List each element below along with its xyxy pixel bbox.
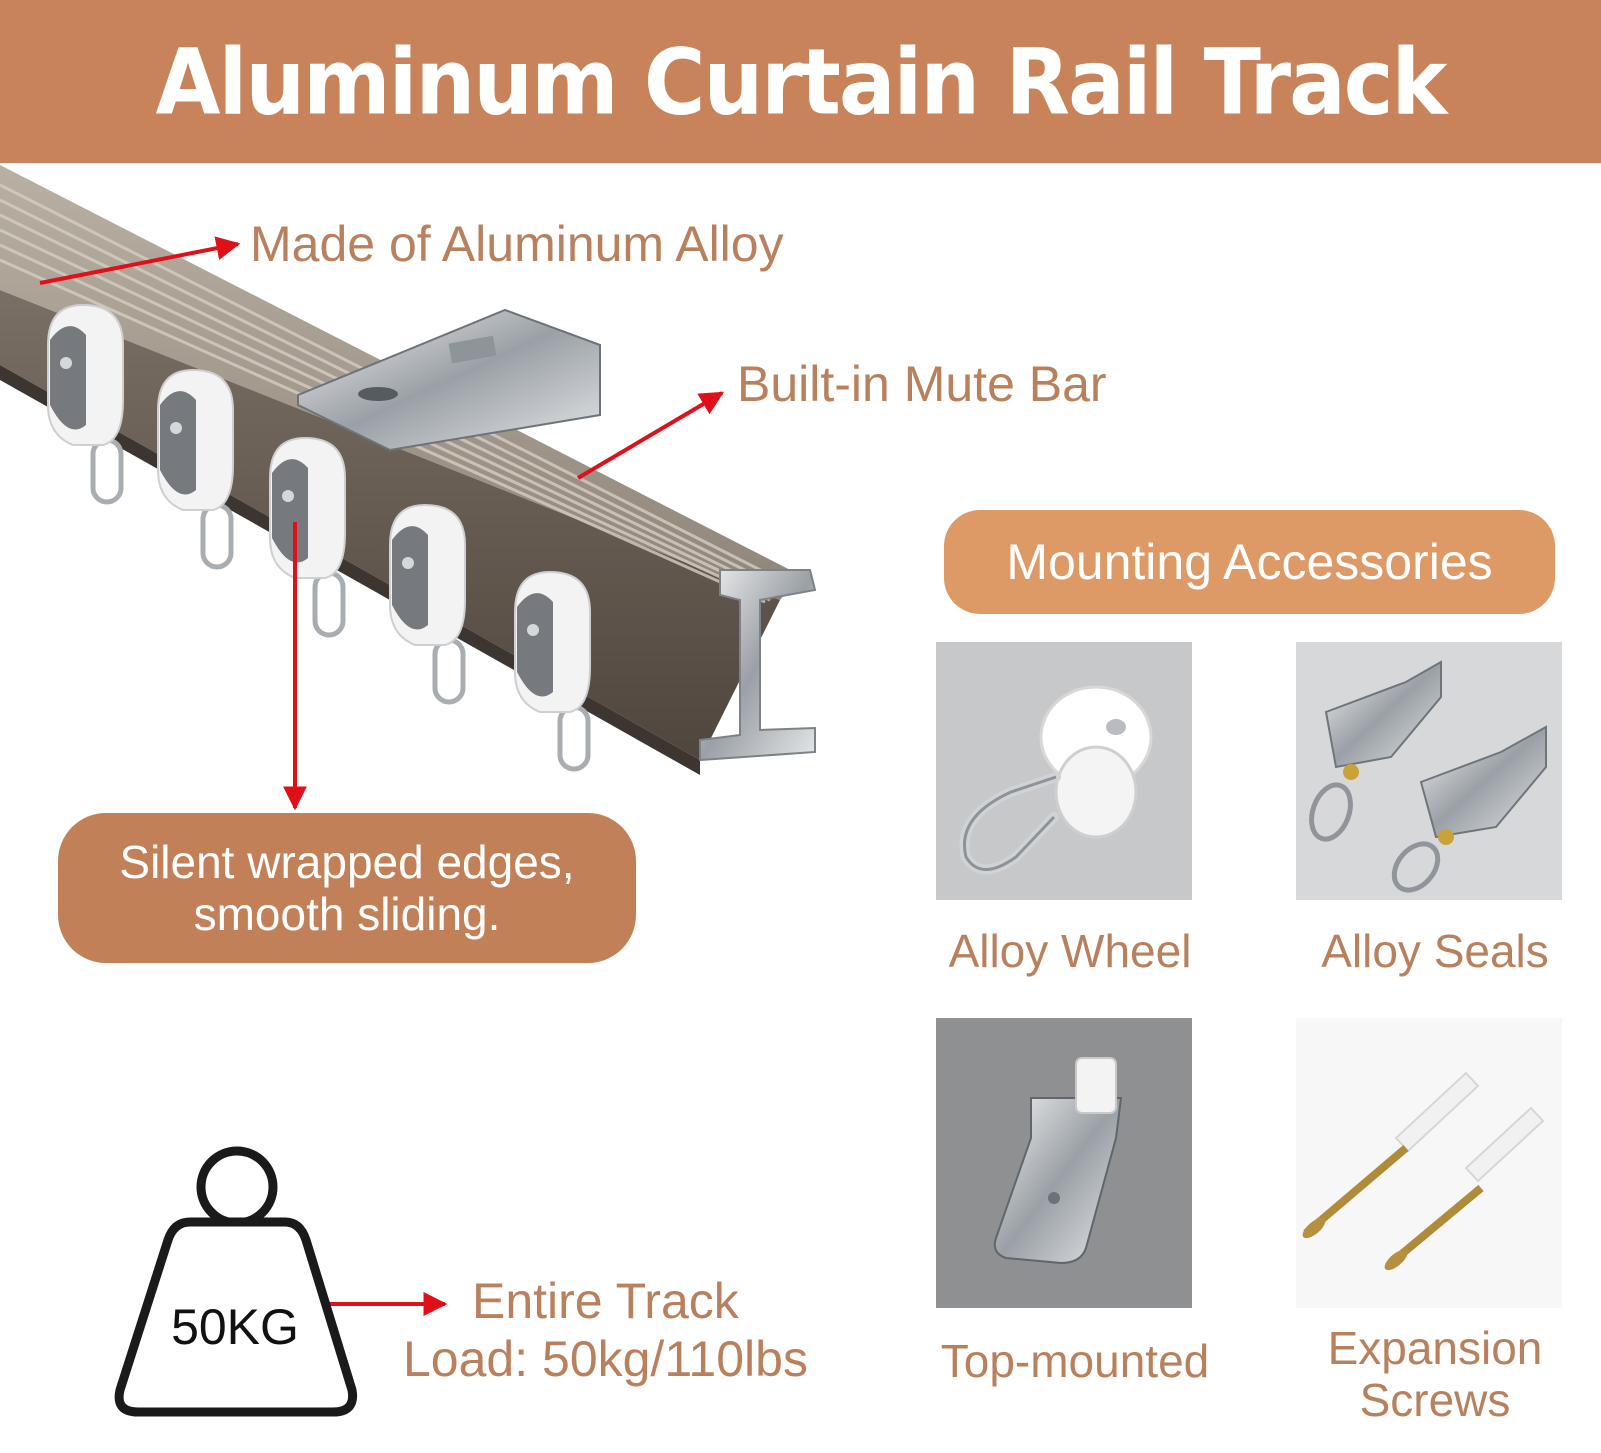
- end-cap: [699, 569, 817, 762]
- silent-edges-badge: Silent wrapped edges, smooth sliding.: [58, 813, 636, 963]
- load-line-2: Load: 50kg/110lbs: [403, 1331, 808, 1387]
- load-line-1: Entire Track: [472, 1273, 739, 1329]
- expansion-label-line-1: Expansion: [1327, 1322, 1543, 1374]
- page-title: Aluminum Curtain Rail Track: [155, 28, 1448, 135]
- title-banner: Aluminum Curtain Rail Track: [0, 0, 1601, 163]
- roller-set: [47, 303, 591, 772]
- weight-label: 50KG: [171, 1299, 299, 1355]
- mounting-bracket: [297, 308, 601, 452]
- arrow-mute-bar: [576, 391, 725, 480]
- arrow-alloy: [39, 236, 241, 285]
- expansion-screws-label: Expansion Screws: [1290, 1322, 1580, 1426]
- callout-mute-bar: Built-in Mute Bar: [737, 356, 1107, 412]
- alloy-wheel-label: Alloy Wheel: [948, 925, 1192, 977]
- expansion-screws-photo: [1296, 1018, 1562, 1308]
- mounting-accessories-heading: Mounting Accessories: [944, 510, 1555, 614]
- callout-alloy: Made of Aluminum Alloy: [250, 216, 784, 272]
- callout-arrows: [39, 236, 725, 1316]
- roller-4: [389, 503, 466, 705]
- silent-line-2: smooth sliding.: [193, 888, 501, 940]
- top-mounted-label: Top-mounted: [940, 1335, 1210, 1387]
- alloy-seals-icon: [1296, 642, 1562, 900]
- roller-5: [514, 570, 591, 772]
- alloy-wheel-photo: [936, 642, 1192, 900]
- roller-3: [269, 436, 346, 638]
- silent-line-1: Silent wrapped edges,: [119, 836, 575, 888]
- expansion-label-line-2: Screws: [1359, 1374, 1511, 1426]
- weight-icon: [114, 1146, 358, 1417]
- alloy-seals-label: Alloy Seals: [1321, 925, 1549, 977]
- alloy-seals-photo: [1296, 642, 1562, 900]
- alloy-wheel-icon: [936, 642, 1192, 900]
- top-mounted-photo: [936, 1018, 1192, 1308]
- roller-1: [47, 303, 124, 505]
- top-mounted-clip-icon: [936, 1018, 1192, 1308]
- expansion-screws-icon: [1296, 1018, 1562, 1308]
- roller-2: [157, 368, 234, 570]
